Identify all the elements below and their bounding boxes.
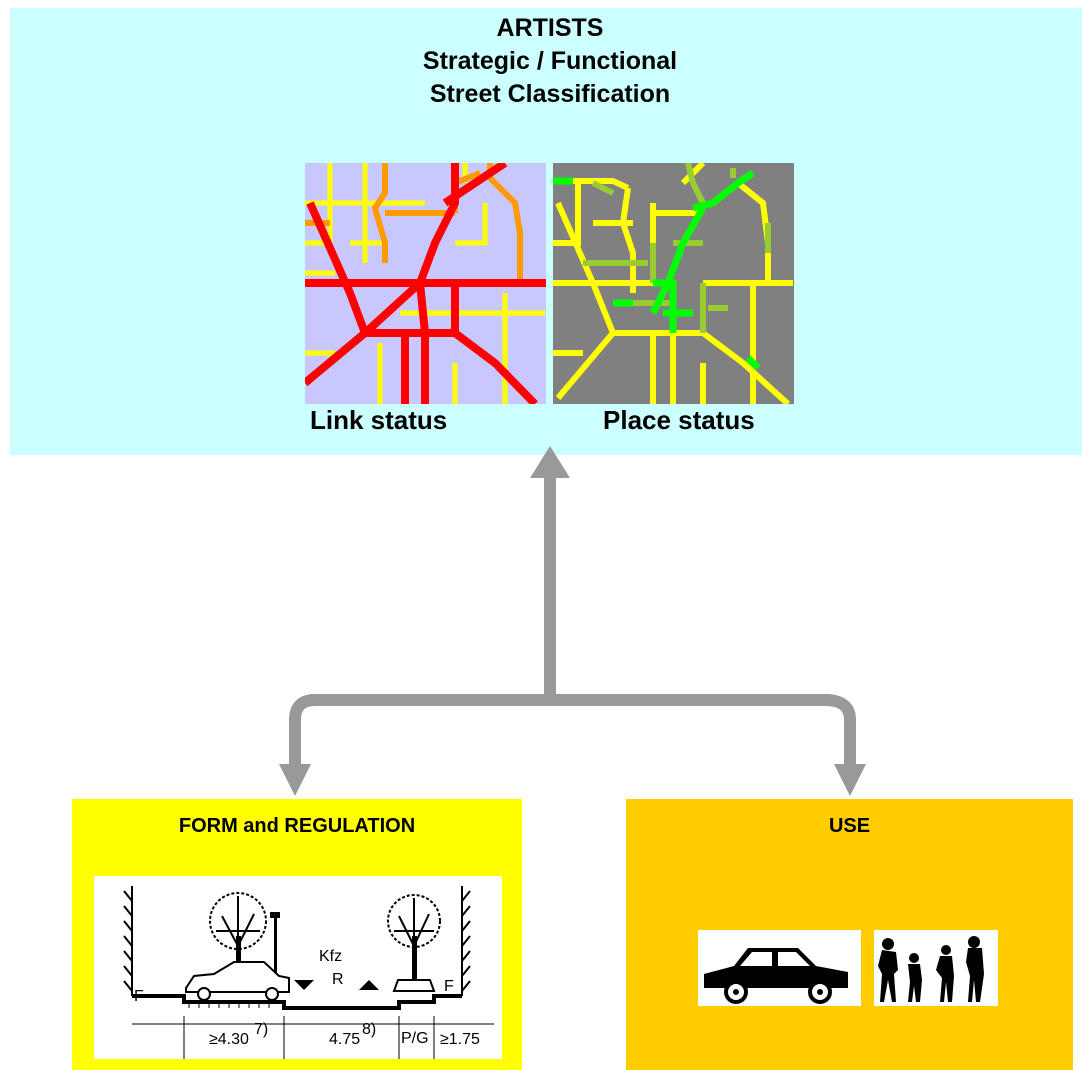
- link-status-map: [305, 163, 546, 404]
- dim-3-label: P/G: [401, 1030, 429, 1047]
- artists-panel: [10, 8, 1082, 455]
- car-icon: [698, 930, 861, 1006]
- arrow-shaft-left: [289, 694, 316, 768]
- page-title: ARTISTS Strategic / Functional Street Cl…: [0, 12, 1082, 111]
- arrow-head-right: [834, 764, 866, 796]
- place-status-map: [553, 163, 794, 404]
- r-label: R: [332, 971, 344, 988]
- kfz-label: Kfz: [319, 948, 342, 965]
- dim-4-label: ≥1.75: [440, 1031, 480, 1048]
- title-line-3: Street Classification: [429, 80, 671, 108]
- link-status-label: Link status: [310, 405, 448, 435]
- use-title: USE: [828, 815, 871, 837]
- arrow-shaft-up: [544, 478, 556, 700]
- arrow-shaft-right: [824, 694, 856, 768]
- use-panel: USE: [626, 799, 1073, 1070]
- dim-2-label: 4.75: [329, 1031, 360, 1048]
- dim-1-label: ≥4.30: [209, 1031, 249, 1048]
- arrow-head-left: [279, 764, 311, 796]
- facade-left-label: F: [134, 988, 144, 1005]
- title-line-1: ARTISTS: [496, 14, 604, 42]
- street-cross-section-illustration: F F Kfz R ≥4.30 7) 4.75 8) P/G ≥1.75: [94, 876, 502, 1059]
- human-evolution-icon: [874, 930, 998, 1006]
- form-regulation-title: FORM and REGULATION: [178, 815, 416, 837]
- arrow-horizontal-bar: [310, 694, 830, 706]
- place-status-label: Place status: [603, 405, 755, 435]
- form-regulation-panel: FORM and REGULATION: [72, 799, 522, 1070]
- dim-1-note: 7): [254, 1021, 268, 1038]
- arrow-head-up: [530, 446, 570, 478]
- dim-2-note: 8): [362, 1021, 376, 1038]
- facade-right-label: F: [444, 978, 454, 995]
- title-line-2: Strategic / Functional: [422, 47, 678, 75]
